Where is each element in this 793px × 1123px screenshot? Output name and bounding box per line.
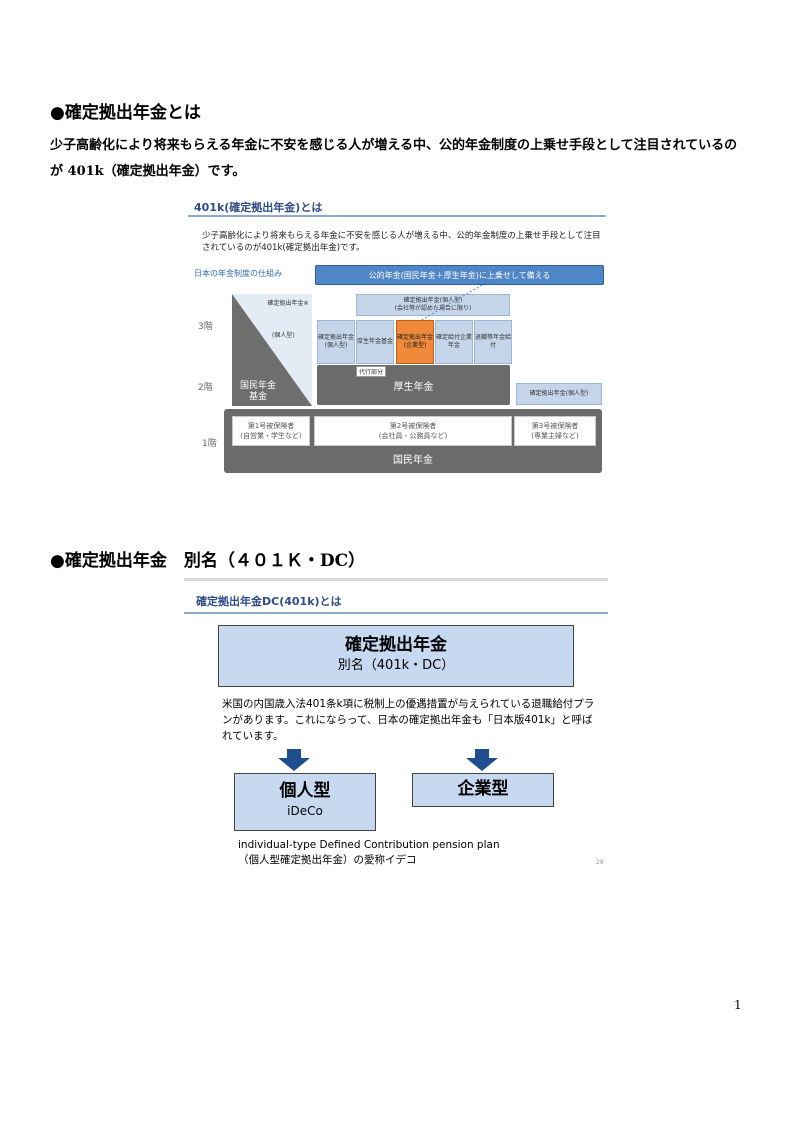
- kosei-nenkin-label: 厚生年金: [393, 381, 434, 393]
- down-arrow-icon: [278, 749, 310, 771]
- corporate-type-box: 企業型: [412, 773, 554, 807]
- insured-type3-desc: (専業主婦など): [531, 432, 579, 440]
- dc-main-subtitle: 別名（401k・DC）: [337, 658, 455, 673]
- insured-type1-desc: (自営業・学生など): [240, 432, 302, 440]
- dc-individual-company-note: (会社等が認めた場合に限り): [394, 305, 472, 312]
- dashed-connector: [419, 284, 483, 322]
- triangle-bottom-label: 国民年金基金: [239, 381, 276, 402]
- dc-individual-company-label: 確定拠出年金(個人型): [403, 297, 463, 304]
- individual-type-box: 個人型 iDeCo: [234, 773, 376, 831]
- figure1-intro: 少子高齢化により将来もらえる年金に不安を感じる人が増える中、公的年金制度の上乗せ…: [202, 231, 601, 253]
- triangle-sub-label: (個人型): [272, 332, 295, 339]
- tier3-box: 退職等年金給付: [474, 320, 512, 364]
- insured-type3-box: 第3号被保険者 (専業主婦など): [514, 416, 596, 446]
- insured-type2-box: 第2号被保険者 (会社員・公務員など): [314, 416, 512, 446]
- insured-type3-name: 第3号被保険者: [531, 422, 579, 430]
- figure1-title-rule: [188, 215, 606, 217]
- section2-heading: ●確定拠出年金 別名（４０１Ｋ・DC）: [50, 551, 366, 571]
- insured-type1-name: 第1号被保険者: [247, 422, 295, 430]
- insured-type2-name: 第2号被保険者: [389, 422, 437, 430]
- section1-heading: ●確定拠出年金とは: [50, 103, 201, 123]
- slide-number: 28: [596, 859, 604, 866]
- floor-1-label: 1階: [202, 439, 217, 449]
- figure2-top-bar: [184, 578, 608, 581]
- dc-individual-type3-box: 確定拠出年金(個人型): [516, 383, 602, 405]
- kosei-nenkin-block: 厚生年金: [317, 365, 510, 405]
- public-pension-banner: 公的年金(国民年金＋厚生年金)に上乗せして備える: [315, 265, 604, 285]
- dc-individual-company-box: 確定拠出年金(個人型) (会社等が認めた場合に限り): [356, 294, 510, 316]
- figure2-title: 確定拠出年金DC(401k)とは: [196, 595, 342, 608]
- triangle-top-label: 確定拠出年金※: [267, 300, 309, 307]
- kokumin-nenkin-label: 国民年金: [393, 455, 433, 466]
- ideco-label: iDeCo: [287, 804, 323, 818]
- section1-paragraph: 少子高齢化により将来もらえる年金に不安を感じる人が増える中、公的年金制度の上乗せ…: [50, 138, 738, 179]
- individual-type-label: 個人型: [279, 781, 331, 801]
- figure2-title-rule: [184, 612, 608, 614]
- tier3-box: 確定拠出年金(個人型): [317, 320, 355, 364]
- floor-2-label: 2階: [198, 383, 213, 393]
- tier3-box: 確定給付企業年金: [435, 320, 473, 364]
- national-pension-fund-block: [232, 294, 312, 406]
- dc-main-title: 確定拠出年金: [345, 635, 447, 655]
- page-number: 1: [734, 998, 742, 1012]
- system-label: 日本の年金制度の仕組み: [194, 269, 282, 278]
- ideco-note-line1: individual-type Defined Contribution pen…: [238, 839, 500, 851]
- dc-main-box: 確定拠出年金 別名（401k・DC）: [218, 625, 574, 687]
- tier3-box-highlight: 確定拠出年金(企業型): [396, 320, 434, 364]
- insured-type1-box: 第1号被保険者 (自営業・学生など): [232, 416, 310, 446]
- dc-description: 米国の内国歳入法401条k項に税制上の優遇措置が与えられている退職給付プランがあ…: [222, 698, 595, 742]
- down-arrow-icon: [466, 749, 498, 771]
- insured-type2-desc: (会社員・公務員など): [378, 432, 448, 440]
- pension-structure-figure: 401k(確定拠出年金)とは 少子高齢化により将来もらえる年金に不安を感じる人が…: [188, 193, 606, 480]
- corporate-type-label: 企業型: [457, 779, 509, 799]
- ideco-note: individual-type Defined Contribution pen…: [238, 838, 578, 868]
- floor-3-label: 3階: [198, 322, 213, 332]
- dc-overview-figure: 確定拠出年金DC(401k)とは 確定拠出年金 別名（401k・DC） 米国の内…: [184, 578, 608, 876]
- substitute-label: 代行部分: [356, 366, 387, 377]
- ideco-note-line2: （個人型確定拠出年金）の愛称イデコ: [238, 854, 417, 866]
- tier3-box: 厚生年金基金: [356, 320, 394, 364]
- figure1-title: 401k(確定拠出年金)とは: [194, 201, 323, 214]
